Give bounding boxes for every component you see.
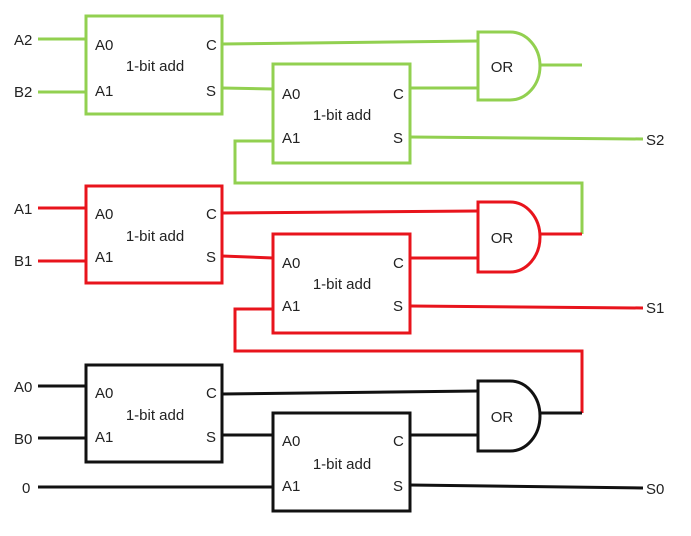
stage-2: A0 A1 C S 1-bit add A0 A1 C S 1-bit add … — [14, 14, 664, 234]
adder-name-label: 1-bit add — [313, 276, 371, 293]
wire-sum-s2 — [409, 135, 644, 141]
adder-block: A0 A1 C S 1-bit add — [271, 232, 412, 335]
wire-carry-into-stage1 — [233, 307, 584, 413]
or-gate-label: OR — [491, 59, 514, 76]
adder-name-label: 1-bit add — [126, 228, 184, 245]
wire-half1-carry-to-or — [221, 39, 479, 46]
adder-input-a-label: A0 — [282, 86, 300, 103]
input-label-a1: A1 — [14, 201, 32, 218]
adder-input-a-label: A0 — [282, 255, 300, 272]
wire-half1-carry-to-or — [221, 209, 479, 215]
or-gate: OR — [476, 30, 542, 102]
adder-input-b-label: A1 — [95, 83, 113, 100]
adder-name-label: 1-bit add — [126, 407, 184, 424]
output-label-s1: S1 — [646, 300, 664, 317]
input-label-b2: B2 — [14, 84, 32, 101]
adder-sum-label: S — [206, 83, 216, 100]
or-gate: OR — [476, 200, 542, 274]
adder-carry-label: C — [393, 433, 404, 450]
or-gate: OR — [476, 379, 542, 453]
input-label-a0: A0 — [14, 379, 32, 396]
adder-name-label: 1-bit add — [126, 58, 184, 75]
wire-half1-carry-to-or — [221, 389, 479, 396]
input-label-a2: A2 — [14, 32, 32, 49]
or-gate-label: OR — [491, 409, 514, 426]
adder-input-b-label: A1 — [95, 249, 113, 266]
adder-carry-label: C — [206, 206, 217, 223]
adder-carry-label: C — [206, 37, 217, 54]
adder-block: A0 A1 C S 1-bit add — [271, 62, 412, 165]
adder-input-a-label: A0 — [95, 37, 113, 54]
adder-input-a-label: A0 — [95, 206, 113, 223]
adder-sum-label: S — [393, 130, 403, 147]
adder-sum-label: S — [206, 249, 216, 266]
adder-sum-label: S — [393, 298, 403, 315]
adder-block: A0 A1 C S 1-bit add — [84, 363, 224, 464]
adder-name-label: 1-bit add — [313, 456, 371, 473]
input-label-b0: B0 — [14, 431, 32, 448]
output-label-s2: S2 — [646, 132, 664, 149]
wire-sum-s1 — [409, 304, 644, 310]
wire-half1-sum-to-half2 — [221, 254, 274, 260]
adder-input-a-label: A0 — [95, 385, 113, 402]
stage-0: A0 A1 C S 1-bit add A0 A1 C S 1-bit add … — [14, 363, 664, 513]
adder-block: A0 A1 C S 1-bit add — [271, 411, 412, 513]
output-label-s0: S0 — [646, 481, 664, 498]
wire-half1-sum-to-half2 — [221, 86, 274, 91]
stage-1: A0 A1 C S 1-bit add A0 A1 C S 1-bit add … — [14, 184, 664, 413]
adder-input-b-label: A1 — [282, 298, 300, 315]
input-label-b1: B1 — [14, 253, 32, 270]
adder-input-b-label: A1 — [282, 478, 300, 495]
adder-carry-label: C — [393, 86, 404, 103]
wire-sum-s0 — [409, 483, 644, 490]
input-label-carry-zero: 0 — [22, 480, 30, 497]
adder-name-label: 1-bit add — [313, 107, 371, 124]
adder-block: A0 A1 C S 1-bit add — [84, 184, 224, 285]
adder-input-a-label: A0 — [282, 433, 300, 450]
adder-input-b-label: A1 — [282, 130, 300, 147]
wire-carry-into-stage2 — [233, 139, 584, 234]
adder-input-b-label: A1 — [95, 429, 113, 446]
adder-carry-label: C — [393, 255, 404, 272]
adder-sum-label: S — [206, 429, 216, 446]
adder-sum-label: S — [393, 478, 403, 495]
adder-carry-label: C — [206, 385, 217, 402]
or-gate-label: OR — [491, 230, 514, 247]
adder-block: A0 A1 C S 1-bit add — [84, 14, 224, 116]
